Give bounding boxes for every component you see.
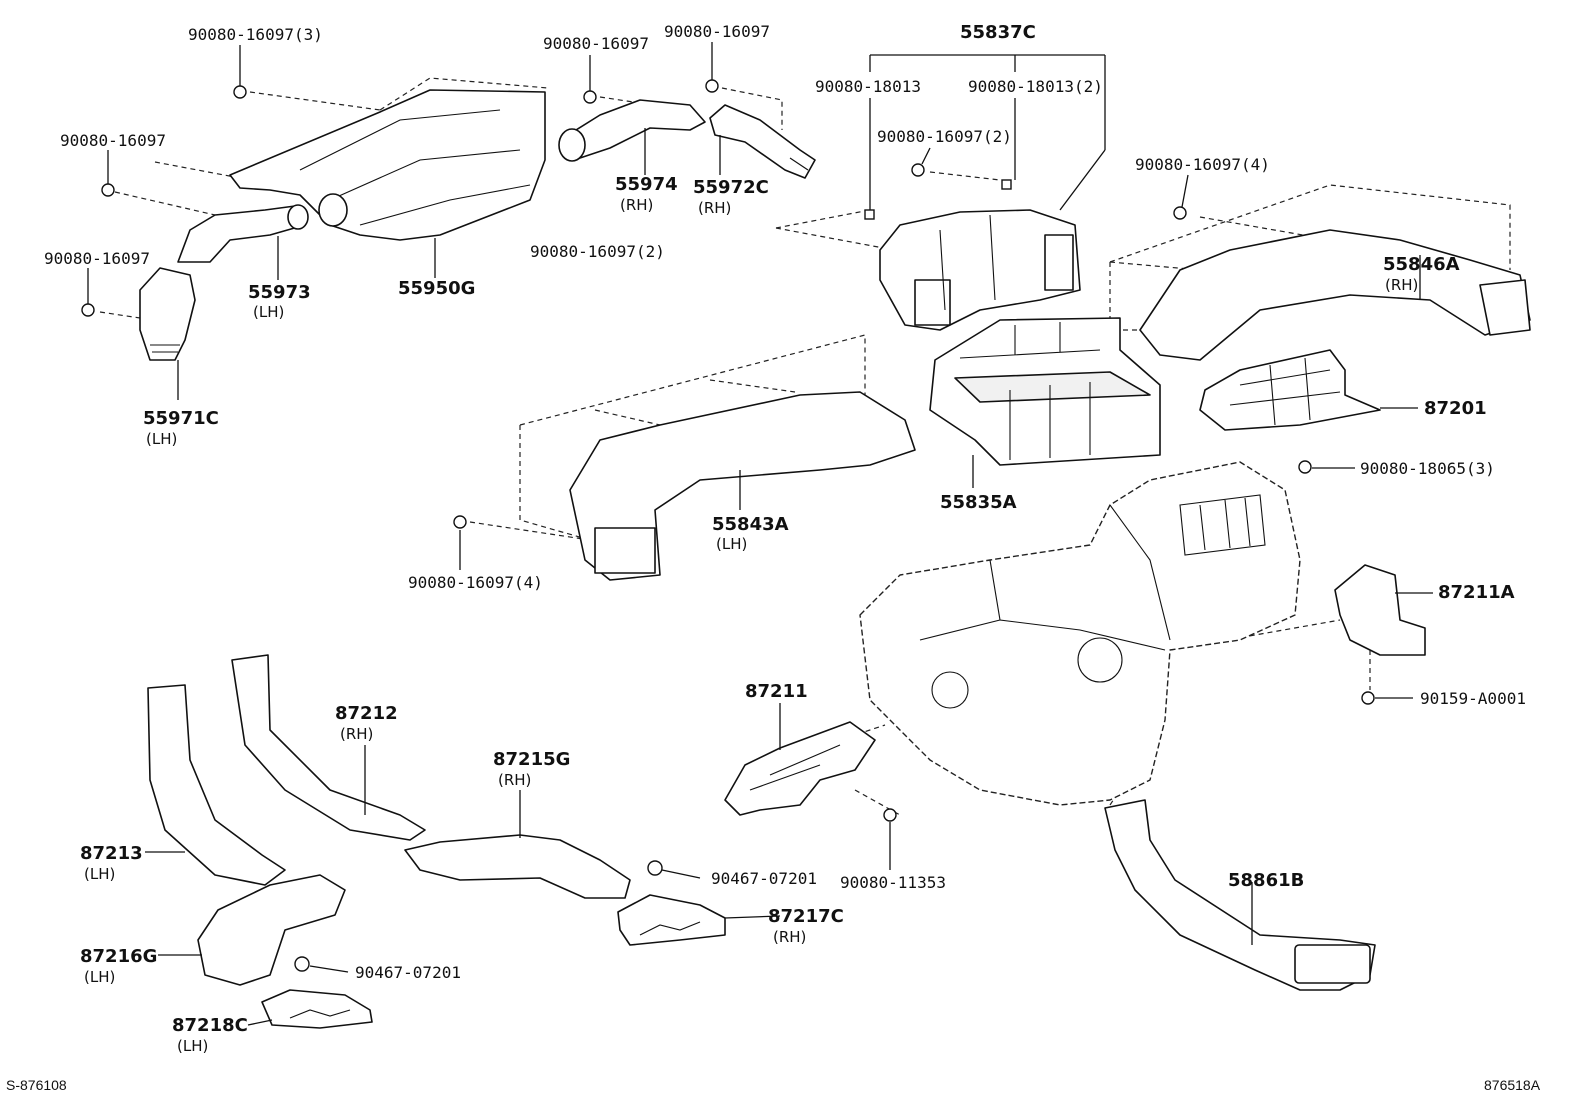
bolt-icon	[705, 79, 719, 93]
label-90080-16097: 90080-16097	[60, 131, 166, 150]
part-55846A-duct-rh	[1139, 229, 1531, 361]
label-90467-07201: 90467-07201	[355, 963, 461, 982]
label-90159-A0001: 90159-A0001	[1420, 689, 1526, 708]
label-90080-18013-2: 90080-18013(2)	[968, 77, 1103, 96]
label-87211A: 87211A	[1438, 582, 1515, 603]
label-90080-18013: 90080-18013	[815, 77, 921, 96]
assembly-guide-lines	[99, 77, 1511, 816]
label-55972C: 55972C	[693, 177, 769, 198]
part-55972C-nozzle-rh	[709, 104, 816, 179]
clip-icon	[1001, 179, 1012, 190]
label-55843A-side: (LH)	[716, 535, 747, 553]
label-55846A: 55846A	[1383, 254, 1460, 275]
bolt-icon	[1173, 206, 1187, 220]
label-55973: 55973	[248, 282, 311, 303]
part-87211A-duct	[1334, 564, 1426, 656]
label-55843A: 55843A	[712, 514, 789, 535]
bolt-icon	[1361, 691, 1375, 705]
part-87218C-nozzle-lh	[261, 989, 373, 1029]
label-87201: 87201	[1424, 398, 1487, 419]
label-58861B: 58861B	[1228, 870, 1304, 891]
label-90080-11353: 90080-11353	[840, 873, 946, 892]
label-55972C-side: (RH)	[698, 199, 731, 217]
bolt-icons	[81, 79, 1375, 972]
label-90080-16097-4: 90080-16097(4)	[408, 573, 543, 592]
clip-icon	[647, 860, 663, 876]
bolt-icon	[1298, 460, 1312, 474]
label-87213: 87213	[80, 843, 143, 864]
label-87211: 87211	[745, 681, 808, 702]
part-87217C-nozzle-rh	[617, 894, 726, 946]
bolt-icon	[883, 808, 897, 822]
label-87216G-side: (LH)	[84, 968, 115, 986]
bolt-icon	[233, 85, 247, 99]
label-55971C: 55971C	[143, 408, 219, 429]
label-87217C-side: (RH)	[773, 928, 806, 946]
label-55846A-side: (RH)	[1385, 276, 1418, 294]
label-87217C: 87217C	[768, 906, 844, 927]
label-87212-side: (RH)	[340, 725, 373, 743]
label-90080-16097: 90080-16097	[543, 34, 649, 53]
part-55973-duct-lh	[177, 204, 309, 263]
part-87216G-duct-lh	[197, 874, 346, 986]
label-87218C-side: (LH)	[177, 1037, 208, 1055]
bolt-icon	[911, 163, 925, 177]
part-55843A-duct-lh	[569, 391, 916, 581]
label-55837C: 55837C	[960, 22, 1036, 43]
leader-lines	[87, 42, 1433, 1026]
label-87218C: 87218C	[172, 1015, 248, 1036]
part-55950G-defroster-nozzle	[229, 89, 546, 241]
label-55973-side: (LH)	[253, 303, 284, 321]
label-90080-18065-3: 90080-18065(3)	[1360, 459, 1495, 478]
part-labels: 90080-16097(3) 90080-16097 90080-16097 9…	[6, 22, 1541, 1093]
label-87215G: 87215G	[493, 749, 570, 770]
label-90080-16097-2: 90080-16097(2)	[877, 127, 1012, 146]
label-90080-16097-2: 90080-16097(2)	[530, 242, 665, 261]
clip-icon	[294, 956, 310, 972]
label-55950G: 55950G	[398, 278, 475, 299]
label-87213-side: (LH)	[84, 865, 115, 883]
label-90080-16097-4: 90080-16097(4)	[1135, 155, 1270, 174]
bolt-icon	[101, 183, 115, 197]
part-55971C-nozzle-lh	[139, 267, 196, 361]
corner-code-left: S-876108	[6, 1077, 67, 1093]
label-90080-16097: 90080-16097	[664, 22, 770, 41]
part-55974-duct-rh	[558, 99, 706, 162]
label-90467-07201: 90467-07201	[711, 869, 817, 888]
label-55835A: 55835A	[940, 492, 1017, 513]
part-58861B-duct	[1104, 799, 1376, 991]
label-55974: 55974	[615, 174, 678, 195]
label-90080-16097: 90080-16097	[44, 249, 150, 268]
clip-icon	[864, 209, 875, 220]
part-87211-duct	[724, 721, 876, 816]
label-55974-side: (RH)	[620, 196, 653, 214]
part-87215G-duct-rh	[404, 834, 631, 899]
bolt-icon	[81, 303, 95, 317]
part-87201-cover	[1199, 349, 1381, 431]
label-87216G: 87216G	[80, 946, 157, 967]
part-87212-duct-rh	[231, 654, 426, 841]
bolt-icon	[583, 90, 597, 104]
part-87213-duct-lh	[147, 684, 286, 886]
label-87215G-side: (RH)	[498, 771, 531, 789]
corner-code-right: 876518A	[1484, 1077, 1541, 1093]
part-55835A-heater-housing	[929, 317, 1161, 466]
part-hvac-unit	[859, 461, 1301, 806]
label-87212: 87212	[335, 703, 398, 724]
bolt-icon	[453, 515, 467, 529]
label-90080-16097-3: 90080-16097(3)	[188, 25, 323, 44]
label-55971C-side: (LH)	[146, 430, 177, 448]
part-55837C-register-duct	[879, 209, 1081, 331]
